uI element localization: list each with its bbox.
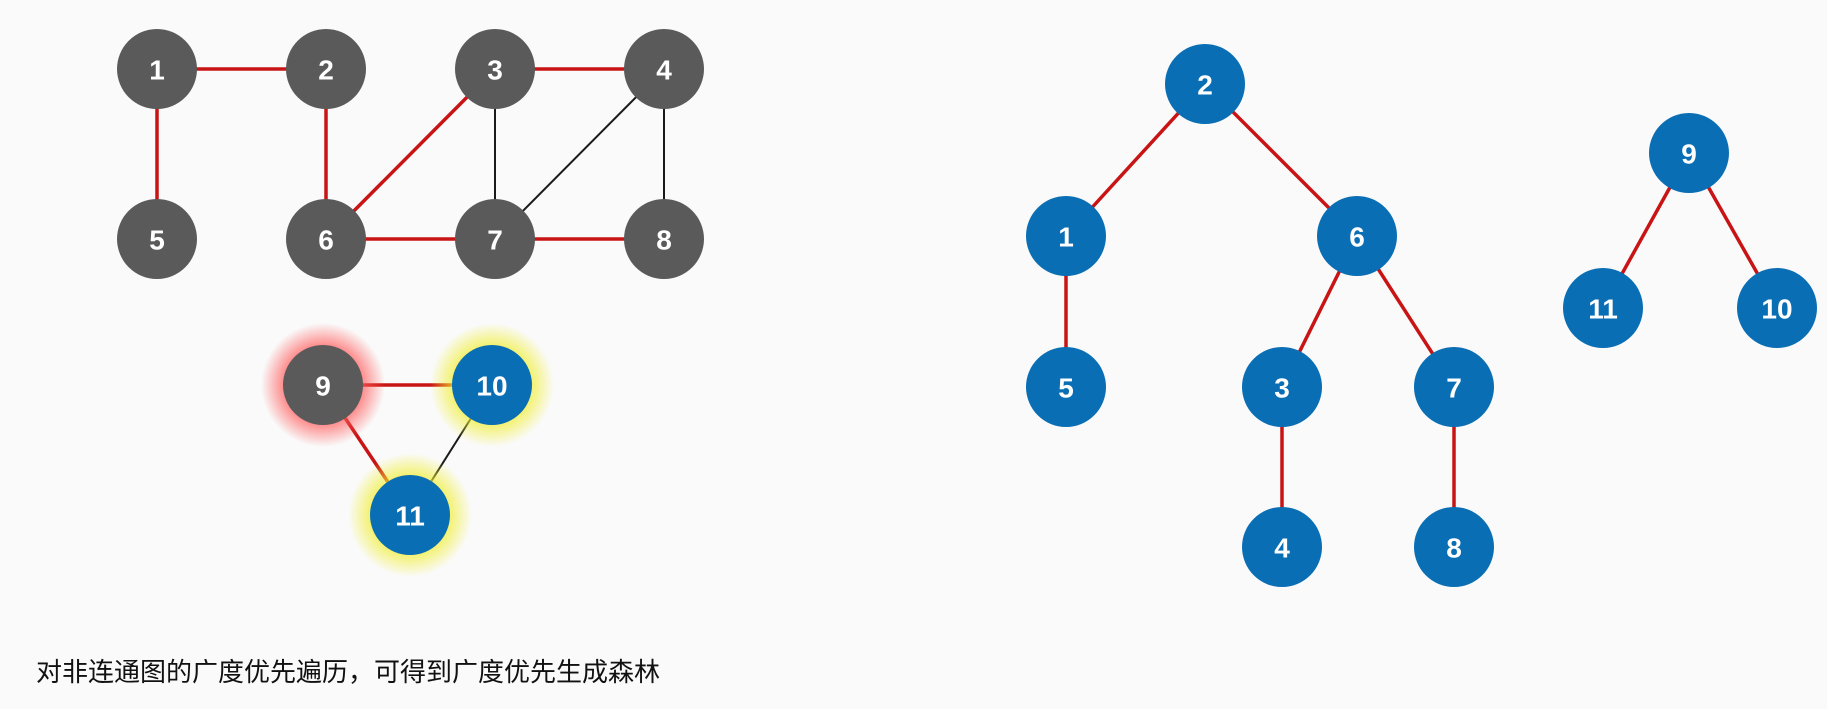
tree-node-5-circle: [1026, 347, 1106, 427]
tree-node-9-label: 9: [1681, 139, 1697, 170]
graph-node-7-label: 7: [487, 225, 503, 256]
tree-node-1-label: 1: [1058, 222, 1074, 253]
tree-node-8-label: 8: [1446, 533, 1462, 564]
graph-node-9: 9: [283, 345, 363, 425]
graph-node-6: 6: [286, 199, 366, 279]
graph-node-7: 7: [455, 199, 535, 279]
tree-node-5-label: 5: [1058, 373, 1074, 404]
tree-node-2: 2: [1165, 44, 1245, 124]
graph-node-4: 4: [624, 29, 704, 109]
tree-node-9-circle: [1649, 113, 1729, 193]
graph-node-2: 2: [286, 29, 366, 109]
spanning-tree-2: 9 11 10: [1563, 113, 1817, 348]
graph-node-11-label: 11: [395, 501, 425, 532]
tree-node-4-label: 4: [1274, 533, 1290, 564]
spanning-tree-1: 2 1 6 5 3 7 4 8: [1026, 44, 1494, 587]
tree-node-9: 9: [1649, 113, 1729, 193]
graph-node-5: 5: [117, 199, 197, 279]
graph-node-1-label: 1: [149, 55, 165, 86]
tree-node-2-circle: [1165, 44, 1245, 124]
tree-node-3-label: 3: [1274, 373, 1290, 404]
bfs-spanning-forest: 2 1 6 5 3 7 4 8 9 11 10: [1026, 44, 1817, 587]
tree-node-6: 6: [1317, 196, 1397, 276]
graph-node-3: 3: [455, 29, 535, 109]
tree-node-3: 3: [1242, 347, 1322, 427]
tree-node-2-label: 2: [1197, 70, 1213, 101]
tree-node-8-circle: [1414, 507, 1494, 587]
tree-node-10-label: 10: [1761, 294, 1792, 325]
graph-node-1-circle: [117, 29, 197, 109]
graph-node-3-circle: [455, 29, 535, 109]
graph-node-2-label: 2: [318, 55, 334, 86]
tree-node-11-label: 11: [1588, 294, 1618, 325]
original-graph: 1 2 3 4 5 6 7 8 9 10 11: [117, 29, 704, 577]
tree-node-11: 11: [1563, 268, 1643, 348]
graph-node-4-label: 4: [656, 55, 672, 86]
tree-node-5: 5: [1026, 347, 1106, 427]
tree-node-4-circle: [1242, 507, 1322, 587]
graph-node-9-label: 9: [315, 371, 331, 402]
tree-node-1: 1: [1026, 196, 1106, 276]
graph-edges: [155, 67, 665, 516]
graph-node-7-circle: [455, 199, 535, 279]
tree-node-3-circle: [1242, 347, 1322, 427]
tree-node-1-circle: [1026, 196, 1106, 276]
tree-node-8: 8: [1414, 507, 1494, 587]
caption-text: 对非连通图的广度优先遍历，可得到广度优先生成森林: [36, 658, 661, 688]
graph-nodes: 1 2 3 4 5 6 7 8 9 10 11: [117, 29, 704, 555]
tree-node-7-label: 7: [1446, 373, 1462, 404]
graph-node-1: 1: [117, 29, 197, 109]
tree-node-6-label: 6: [1349, 222, 1365, 253]
graph-node-5-circle: [117, 199, 197, 279]
tree-node-7-circle: [1414, 347, 1494, 427]
graph-node-6-label: 6: [318, 225, 334, 256]
graph-node-9-circle: [283, 345, 363, 425]
graph-node-8-circle: [624, 199, 704, 279]
graph-node-8: 8: [624, 199, 704, 279]
graph-node-5-label: 5: [149, 225, 165, 256]
graph-node-11: 11: [370, 475, 450, 555]
graph-node-11-circle: [370, 475, 450, 555]
graph-node-10: 10: [452, 345, 532, 425]
tree-node-4: 4: [1242, 507, 1322, 587]
tree-node-7: 7: [1414, 347, 1494, 427]
graph-node-6-circle: [286, 199, 366, 279]
graph-node-3-label: 3: [487, 55, 503, 86]
graph-node-8-label: 8: [656, 225, 672, 256]
tree-node-6-circle: [1317, 196, 1397, 276]
tree-node-10: 10: [1737, 268, 1817, 348]
tree-node-10-circle: [1737, 268, 1817, 348]
graph-node-2-circle: [286, 29, 366, 109]
graph-node-10-circle: [452, 345, 532, 425]
tree-node-11-circle: [1563, 268, 1643, 348]
graph-node-4-circle: [624, 29, 704, 109]
graph-node-10-label: 10: [476, 371, 507, 402]
